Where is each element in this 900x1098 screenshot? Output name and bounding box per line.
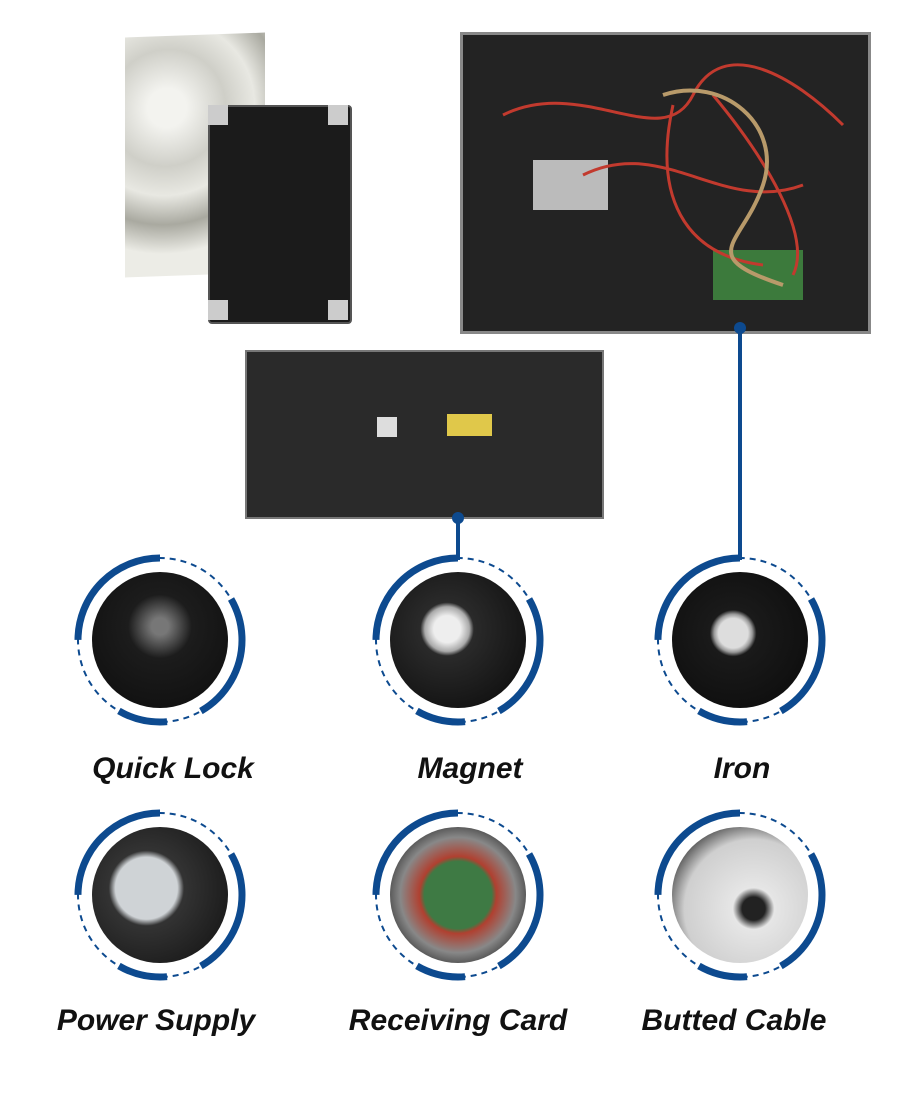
feature-detail-photo bbox=[390, 827, 526, 963]
ring-solid-arc bbox=[372, 809, 544, 981]
ring-solid-arc bbox=[372, 554, 544, 726]
feature-ring bbox=[74, 554, 246, 726]
feature-label-power-supply: Power Supply bbox=[56, 1004, 256, 1037]
cabinet-back-image bbox=[460, 32, 871, 334]
feature-ring bbox=[74, 809, 246, 981]
ring-solid-arc bbox=[74, 554, 246, 726]
ring-solid-arc bbox=[74, 554, 246, 726]
ring-solid-arc bbox=[654, 554, 826, 726]
feature-detail-photo bbox=[672, 827, 808, 963]
ring-solid-arc bbox=[654, 554, 826, 726]
ring-solid-arc bbox=[654, 554, 826, 726]
led-tile-image bbox=[120, 30, 355, 325]
ring-solid-arc bbox=[372, 809, 544, 981]
feature-detail-photo bbox=[92, 572, 228, 708]
ring-solid-arc bbox=[654, 809, 826, 981]
feature-label-receiving-card: Receiving Card bbox=[348, 1004, 568, 1037]
feature-label-magnet: Magnet bbox=[417, 752, 523, 785]
ring-solid-arc bbox=[74, 809, 246, 981]
ring-solid-arc bbox=[654, 809, 826, 981]
ring-solid-arc bbox=[654, 809, 826, 981]
ring-solid-arc bbox=[372, 554, 544, 726]
feature-label-iron: Iron bbox=[713, 752, 771, 785]
feature-ring bbox=[654, 554, 826, 726]
feature-ring bbox=[372, 809, 544, 981]
module-back-image bbox=[245, 350, 604, 519]
feature-detail-photo bbox=[92, 827, 228, 963]
feature-label-butted-cable: Butted Cable bbox=[641, 1004, 827, 1037]
feature-label-quick-lock: Quick Lock bbox=[92, 752, 254, 785]
ring-solid-arc bbox=[372, 809, 544, 981]
feature-ring bbox=[654, 809, 826, 981]
ring-solid-arc bbox=[372, 554, 544, 726]
ring-solid-arc bbox=[74, 809, 246, 981]
feature-detail-photo bbox=[672, 572, 808, 708]
feature-ring bbox=[372, 554, 544, 726]
ring-solid-arc bbox=[74, 554, 246, 726]
feature-detail-photo bbox=[390, 572, 526, 708]
ring-solid-arc bbox=[74, 809, 246, 981]
